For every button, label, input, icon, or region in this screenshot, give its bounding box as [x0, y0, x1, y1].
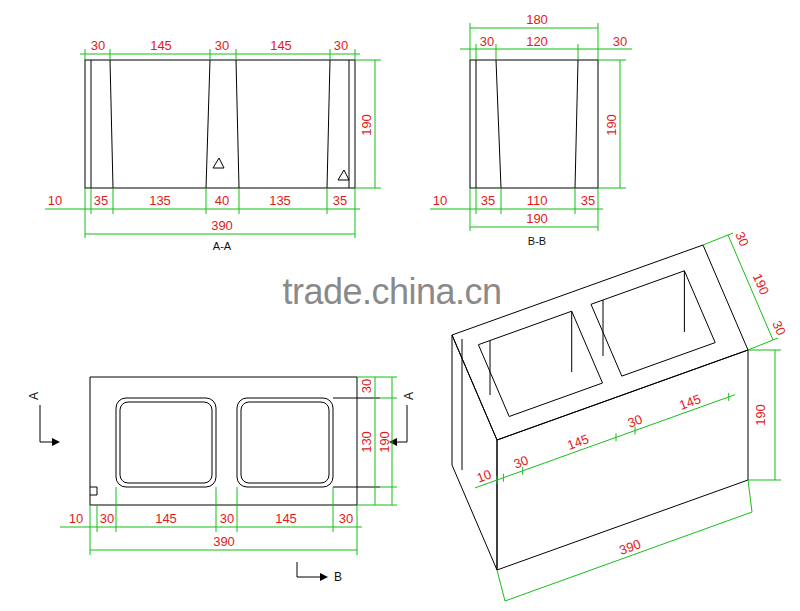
dimension-label: 390 — [213, 535, 235, 548]
dimension-label: 10 — [69, 512, 83, 525]
dimension-label: 145 — [275, 512, 297, 525]
dimension-label: 145 — [155, 512, 177, 525]
dimension-label: 390 — [211, 219, 233, 232]
dimension-label: 390 — [618, 537, 643, 557]
dimension-label: 30 — [512, 453, 530, 470]
dimension-label: 35 — [481, 194, 495, 207]
dimension-label: 30 — [480, 35, 494, 48]
dimension-label: 30 — [613, 35, 627, 48]
dimension-label: 30 — [626, 412, 644, 429]
dimension-label: 145 — [150, 39, 172, 52]
section-label: A — [403, 392, 415, 400]
dimension-label: 190 — [526, 212, 548, 225]
dimension-label: 35 — [333, 194, 347, 207]
dimension-label: 35 — [94, 194, 108, 207]
dimension-label: 30 — [91, 39, 105, 52]
dimension-label: 30 — [334, 39, 348, 52]
dimension-label: 30 — [215, 39, 229, 52]
dimension-label: 35 — [581, 194, 595, 207]
section-label: B-B — [528, 236, 546, 247]
dimension-label: 30 — [220, 512, 234, 525]
dimension-label: 130 — [360, 431, 373, 453]
dimension-label: 145 — [678, 392, 703, 412]
dimension-label: 190 — [751, 271, 772, 296]
dimension-label: 190 — [360, 114, 373, 136]
dimension-label: 135 — [269, 194, 291, 207]
dimension-label: 30 — [339, 512, 353, 525]
dimension-label: 190 — [378, 431, 391, 453]
dimension-label: 190 — [605, 114, 618, 136]
dimension-label: 120 — [526, 35, 548, 48]
dimension-label: 30 — [770, 319, 788, 338]
dimension-label: 190 — [754, 404, 767, 426]
section-label: A — [28, 392, 40, 400]
watermark: trade.china.cn — [282, 274, 501, 310]
dimension-label: 135 — [149, 194, 171, 207]
dimension-label: 30 — [733, 230, 751, 249]
dimension-label: 145 — [270, 39, 292, 52]
dimension-label: 10 — [433, 194, 447, 207]
section-label: A-A — [213, 241, 231, 252]
dimension-label: 30 — [360, 379, 373, 393]
dimension-label: 30 — [100, 512, 114, 525]
dimension-label: 110 — [527, 194, 548, 207]
dimension-label: 10 — [48, 194, 62, 207]
section-label: B — [334, 571, 342, 583]
dimension-label: 145 — [566, 432, 591, 452]
dimension-label: 180 — [526, 13, 548, 26]
dimension-label: 40 — [215, 194, 229, 207]
